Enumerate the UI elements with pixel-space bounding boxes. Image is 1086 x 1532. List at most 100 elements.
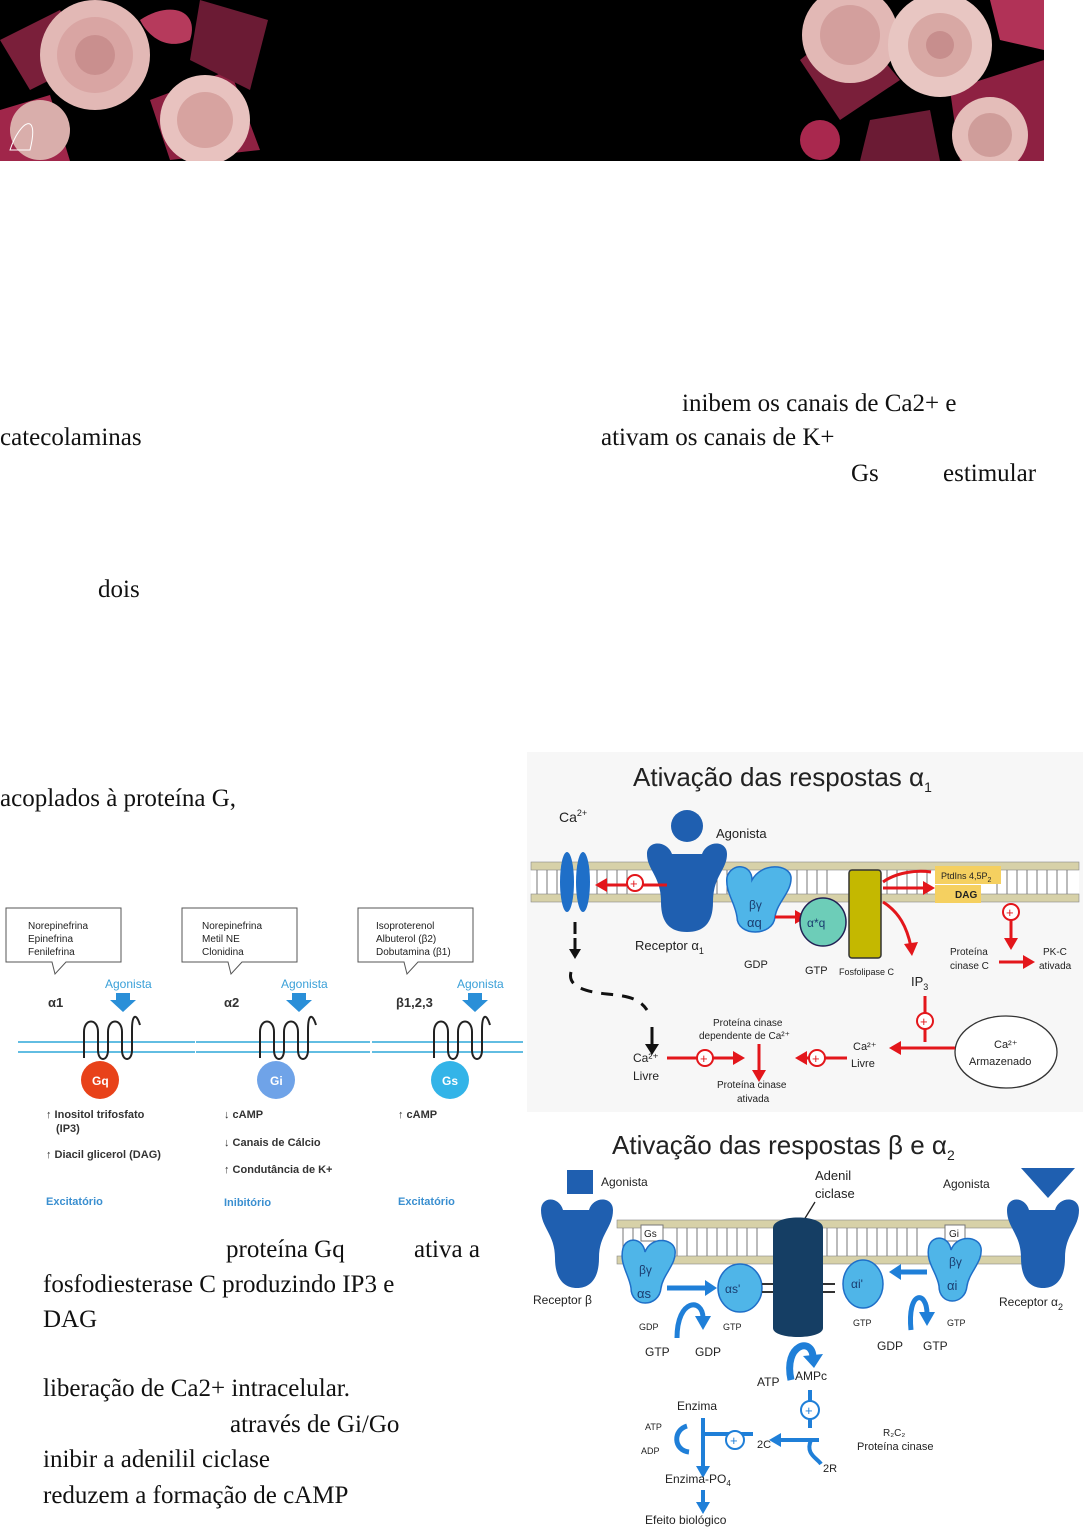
text-fragment-ativam: ativam os canais de K+	[601, 424, 835, 451]
svg-text:Metil NE: Metil NE	[202, 934, 240, 945]
svg-text:α2: α2	[224, 995, 239, 1010]
svg-text:↑ cAMP: ↑ cAMP	[398, 1109, 437, 1121]
svg-text:dependente de Ca²⁺: dependente de Ca²⁺	[699, 1031, 790, 1042]
svg-text:Proteína cinase: Proteína cinase	[717, 1080, 787, 1091]
text-ativa: ativa a	[414, 1236, 480, 1263]
svg-text:+: +	[730, 1433, 738, 1448]
text-fragment-dois: dois	[98, 576, 140, 603]
svg-text:GTP: GTP	[805, 965, 828, 977]
svg-text:Receptor β: Receptor β	[533, 1293, 592, 1307]
text-fosfodiesterase: fosfodiesterase C produzindo IP3 e	[43, 1271, 395, 1298]
svg-text:+: +	[700, 1051, 708, 1066]
svg-text:Dobutamina (β1): Dobutamina (β1)	[376, 947, 451, 958]
svg-text:+: +	[920, 1014, 928, 1029]
svg-text:DAG: DAG	[955, 890, 977, 901]
svg-text:Agonista: Agonista	[281, 977, 328, 991]
svg-text:Inibitório: Inibitório	[224, 1197, 271, 1209]
svg-text:Ca²⁺: Ca²⁺	[853, 1041, 877, 1053]
agonist-name: Fenilefrina	[28, 947, 75, 958]
svg-text:Agonista: Agonista	[457, 977, 504, 991]
svg-text:Proteína cinase: Proteína cinase	[857, 1441, 933, 1453]
svg-text:βγ: βγ	[749, 898, 762, 912]
svg-text:Ca²⁺: Ca²⁺	[633, 1051, 659, 1065]
calcium-channel-icon	[560, 852, 574, 912]
svg-text:GTP: GTP	[947, 1318, 966, 1328]
text-reduzem: reduzem a formação de cAMP	[43, 1482, 349, 1509]
agonist-icon	[671, 810, 703, 842]
svg-text:Livre: Livre	[633, 1069, 659, 1083]
svg-text:2R: 2R	[823, 1463, 837, 1475]
svg-text:Ativação das respostas β e α2: Ativação das respostas β e α2	[612, 1130, 955, 1163]
text-fragment-inibem: inibem os canais de Ca2+ e	[682, 390, 957, 417]
svg-text:ATP: ATP	[757, 1375, 779, 1389]
alpha1-receptor-icon	[647, 843, 727, 932]
svg-text:+: +	[1006, 905, 1014, 920]
svg-text:αi': αi'	[851, 1277, 863, 1291]
gs-protein-icon	[431, 1061, 469, 1099]
phospholipase-c-icon	[848, 869, 882, 959]
svg-text:↑ Diacil glicerol (DAG): ↑ Diacil glicerol (DAG)	[46, 1149, 161, 1161]
svg-text:Gi: Gi	[949, 1229, 959, 1240]
svg-text:Receptor α2: Receptor α2	[999, 1295, 1063, 1312]
svg-text:Ca²⁺: Ca²⁺	[994, 1039, 1018, 1051]
roses-decoration-icon	[0, 0, 1044, 161]
svg-text:Agonista: Agonista	[716, 826, 767, 841]
svg-text:GDP: GDP	[639, 1322, 659, 1332]
svg-text:ativada: ativada	[1039, 961, 1072, 972]
svg-text:Proteína cinase: Proteína cinase	[713, 1018, 783, 1029]
svg-text:(IP3): (IP3)	[56, 1123, 80, 1135]
agonist-square-icon	[567, 1170, 593, 1194]
svg-text:GDP: GDP	[877, 1339, 903, 1353]
svg-text:↓ cAMP: ↓ cAMP	[224, 1109, 263, 1121]
svg-text:+: +	[805, 1403, 813, 1418]
svg-text:GTP: GTP	[853, 1318, 872, 1328]
svg-text:β1,2,3: β1,2,3	[396, 995, 433, 1010]
text-proteina-gq: proteína Gq	[226, 1236, 345, 1263]
svg-text:Livre: Livre	[851, 1058, 875, 1070]
svg-text:GDP: GDP	[744, 959, 768, 971]
beta-alpha2-activation-figure: Ativação das respostas β e α2 Agonista R…	[527, 1118, 1083, 1527]
arrow-down-icon	[110, 993, 136, 1012]
svg-text:αq: αq	[747, 915, 762, 930]
svg-text:Excitatório: Excitatório	[398, 1196, 455, 1208]
svg-text:PtdIns 4,5P2: PtdIns 4,5P2	[941, 871, 992, 884]
svg-text:+: +	[812, 1051, 820, 1066]
svg-text:Clonidina: Clonidina	[202, 947, 244, 958]
svg-text:Agonista: Agonista	[943, 1177, 990, 1191]
svg-text:Gq: Gq	[92, 1074, 109, 1088]
beta-receptor-icon	[541, 1199, 613, 1288]
svg-text:GTP: GTP	[723, 1322, 742, 1332]
svg-text:αi: αi	[947, 1278, 958, 1293]
svg-text:αs: αs	[637, 1286, 652, 1301]
arrow-down-icon	[286, 993, 312, 1012]
svg-text:Excitatório: Excitatório	[46, 1196, 103, 1208]
svg-text:Gi: Gi	[270, 1074, 283, 1088]
gq-protein-icon	[81, 1061, 119, 1099]
svg-text:GTP: GTP	[645, 1345, 670, 1359]
svg-text:↓ Canais de Cálcio: ↓ Canais de Cálcio	[224, 1137, 321, 1149]
alpha2-receptor-icon	[1007, 1199, 1079, 1288]
text-gi-go: através de Gi/Go	[230, 1411, 400, 1438]
gi-protein-icon	[257, 1061, 295, 1099]
agonist-name: Epinefrina	[28, 934, 73, 945]
svg-text:Fosfolipase C: Fosfolipase C	[839, 967, 895, 977]
svg-text:R₂C₂: R₂C₂	[883, 1428, 905, 1439]
svg-text:2C: 2C	[757, 1439, 771, 1451]
agonist-name: Norepinefrina	[28, 921, 88, 932]
text-inibir: inibir a adenilil ciclase	[43, 1446, 270, 1473]
svg-text:αs': αs'	[725, 1282, 740, 1296]
text-fragment-acoplados: acoplados à proteína G,	[0, 785, 237, 812]
svg-text:Efeito biológico: Efeito biológico	[645, 1513, 727, 1527]
svg-text:Isoproterenol: Isoproterenol	[376, 921, 434, 932]
svg-text:GTP: GTP	[923, 1339, 948, 1353]
receptor-types-figure: Norepinefrina Epinefrina Fenilefrina Ago…	[0, 900, 525, 1220]
figure-title: Ativação das respostas α1	[633, 762, 932, 795]
header-banner	[0, 0, 1044, 161]
svg-text:Proteína: Proteína	[950, 947, 988, 958]
svg-text:AMPc: AMPc	[795, 1369, 827, 1383]
text-liberacao: liberação de Ca2+ intracelular.	[43, 1375, 351, 1402]
svg-text:Norepinefrina: Norepinefrina	[202, 921, 262, 932]
svg-text:α*q: α*q	[807, 916, 825, 930]
svg-text:Gs: Gs	[644, 1229, 657, 1240]
text-dag: DAG	[43, 1306, 98, 1333]
